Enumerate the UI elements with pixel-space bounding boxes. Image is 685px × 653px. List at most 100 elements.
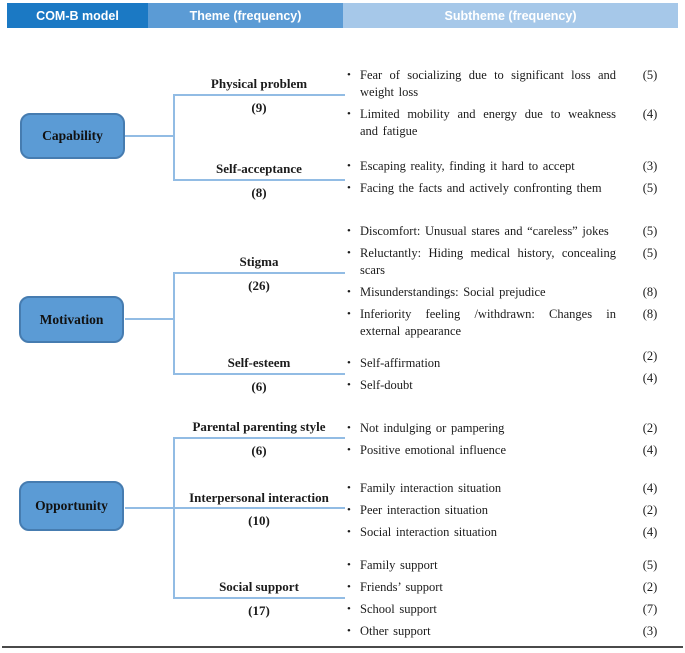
subtheme-text: Other support xyxy=(360,624,431,638)
bullet-icon: • xyxy=(347,444,351,456)
connector-line xyxy=(125,135,173,137)
subtheme-frequency: (8) xyxy=(642,307,658,321)
bullet-icon: • xyxy=(347,559,351,571)
header-comb-model: COM-B model xyxy=(7,3,148,28)
subtheme-frequency: (4) xyxy=(642,443,658,457)
connector-line xyxy=(125,507,173,509)
theme-underline xyxy=(173,437,345,439)
subtheme-frequency: (4) xyxy=(642,371,658,385)
subtheme-row: • Self-doubt (4) xyxy=(340,371,672,394)
subtheme-text: Misunderstandings: Social prejudice xyxy=(360,285,546,299)
subtheme-cluster-physical-problem: • Fear of socializing due to significant… xyxy=(340,67,672,145)
bullet-icon: • xyxy=(347,581,351,593)
subtheme-row: • Positive emotional influence (4) xyxy=(340,442,672,459)
subtheme-frequency: (4) xyxy=(642,525,658,539)
theme-label: Interpersonal interaction xyxy=(189,490,329,505)
theme-frequency: (8) xyxy=(251,185,267,200)
subtheme-row: • Facing the facts and actively confront… xyxy=(340,180,672,197)
theme-label: Physical problem xyxy=(210,76,308,91)
subtheme-text: Discomfort: Unusual stares and “careless… xyxy=(360,224,609,238)
bullet-icon: • xyxy=(347,422,351,434)
subtheme-frequency: (7) xyxy=(642,602,658,616)
subtheme-row: • Reluctantly: Hiding medical history, c… xyxy=(340,245,672,279)
connector-line xyxy=(125,318,173,320)
subtheme-row: • Peer interaction situation (2) xyxy=(340,502,672,519)
group-box-motivation: Motivation xyxy=(19,296,124,343)
subtheme-text: Family interaction situation xyxy=(360,481,502,495)
figure-bottom-rule xyxy=(2,646,683,648)
bullet-icon: • xyxy=(347,482,351,494)
subtheme-row: • Other support (3) xyxy=(340,623,672,640)
subtheme-frequency: (2) xyxy=(642,349,658,363)
trunk-line xyxy=(173,272,175,375)
subtheme-text: Social interaction situation xyxy=(360,525,497,539)
subtheme-text: Self-doubt xyxy=(360,378,413,392)
bullet-icon: • xyxy=(347,625,351,637)
header-subtheme: Subtheme (frequency) xyxy=(343,3,678,28)
group-box-label: Opportunity xyxy=(35,498,108,513)
subtheme-text: Inferiority feeling /withdrawn: Changes … xyxy=(360,307,616,338)
subtheme-row: • Discomfort: Unusual stares and “carele… xyxy=(340,223,672,240)
bullet-icon: • xyxy=(347,357,351,369)
subtheme-text: Peer interaction situation xyxy=(360,503,488,517)
bullet-icon: • xyxy=(347,247,351,259)
subtheme-row: • School support (7) xyxy=(340,601,672,618)
subtheme-frequency: (2) xyxy=(642,580,658,594)
subtheme-row: • Not indulging or pampering (2) xyxy=(340,420,672,437)
theme-underline xyxy=(173,597,345,599)
subtheme-frequency: (5) xyxy=(642,68,658,82)
theme-label: Self-esteem xyxy=(227,355,291,370)
bullet-icon: • xyxy=(347,504,351,516)
subtheme-frequency: (4) xyxy=(642,481,658,495)
trunk-line xyxy=(173,94,175,181)
bullet-icon: • xyxy=(347,308,351,320)
subtheme-text: Limited mobility and energy due to weakn… xyxy=(360,107,616,138)
subtheme-row: • Inferiority feeling /withdrawn: Change… xyxy=(340,306,672,340)
theme-frequency: (26) xyxy=(248,278,270,293)
bullet-icon: • xyxy=(347,286,351,298)
theme-frequency: (17) xyxy=(248,603,270,618)
subtheme-frequency: (2) xyxy=(642,503,658,517)
theme-frequency: (6) xyxy=(251,379,267,394)
subtheme-frequency: (5) xyxy=(642,558,658,572)
subtheme-frequency: (4) xyxy=(642,107,658,121)
subtheme-cluster-parental-parenting-style: • Not indulging or pampering (2) • Posit… xyxy=(340,420,672,464)
subtheme-row: • Fear of socializing due to significant… xyxy=(340,67,672,101)
subtheme-cluster-self-esteem: • Self-affirmation (2) • Self-doubt (4) xyxy=(340,349,672,399)
subtheme-row: • Misunderstandings: Social prejudice (8… xyxy=(340,284,672,301)
group-box-opportunity: Opportunity xyxy=(19,481,124,531)
theme-underline xyxy=(173,373,345,375)
subtheme-frequency: (2) xyxy=(642,421,658,435)
subtheme-text: Not indulging or pampering xyxy=(360,421,505,435)
subtheme-row: • Limited mobility and energy due to wea… xyxy=(340,106,672,140)
subtheme-text: Positive emotional influence xyxy=(360,443,507,457)
bullet-icon: • xyxy=(347,379,351,391)
theme-frequency: (10) xyxy=(248,513,270,528)
subtheme-text: Friends’ support xyxy=(360,580,443,594)
subtheme-row: • Escaping reality, finding it hard to a… xyxy=(340,158,672,175)
bullet-icon: • xyxy=(347,526,351,538)
bullet-icon: • xyxy=(347,160,351,172)
theme-frequency: (9) xyxy=(251,100,267,115)
group-box-capability: Capability xyxy=(20,113,125,159)
theme-label: Parental parenting style xyxy=(192,419,326,434)
bullet-icon: • xyxy=(347,225,351,237)
subtheme-row: • Family support (5) xyxy=(340,557,672,574)
theme-underline xyxy=(173,179,345,181)
header-theme: Theme (frequency) xyxy=(148,3,343,28)
theme-label: Stigma xyxy=(239,254,279,269)
subtheme-frequency: (5) xyxy=(642,246,658,260)
subtheme-frequency: (3) xyxy=(642,159,658,173)
bullet-icon: • xyxy=(347,69,351,81)
subtheme-row: • Family interaction situation (4) xyxy=(340,480,672,497)
subtheme-frequency: (5) xyxy=(642,224,658,238)
theme-label: Social support xyxy=(219,579,299,594)
bullet-icon: • xyxy=(347,108,351,120)
subtheme-row: • Self-affirmation (2) xyxy=(340,349,672,372)
bullet-icon: • xyxy=(347,603,351,615)
subtheme-text: Self-affirmation xyxy=(360,356,441,370)
subtheme-frequency: (8) xyxy=(642,285,658,299)
bullet-icon: • xyxy=(347,182,351,194)
subtheme-frequency: (3) xyxy=(642,624,658,638)
